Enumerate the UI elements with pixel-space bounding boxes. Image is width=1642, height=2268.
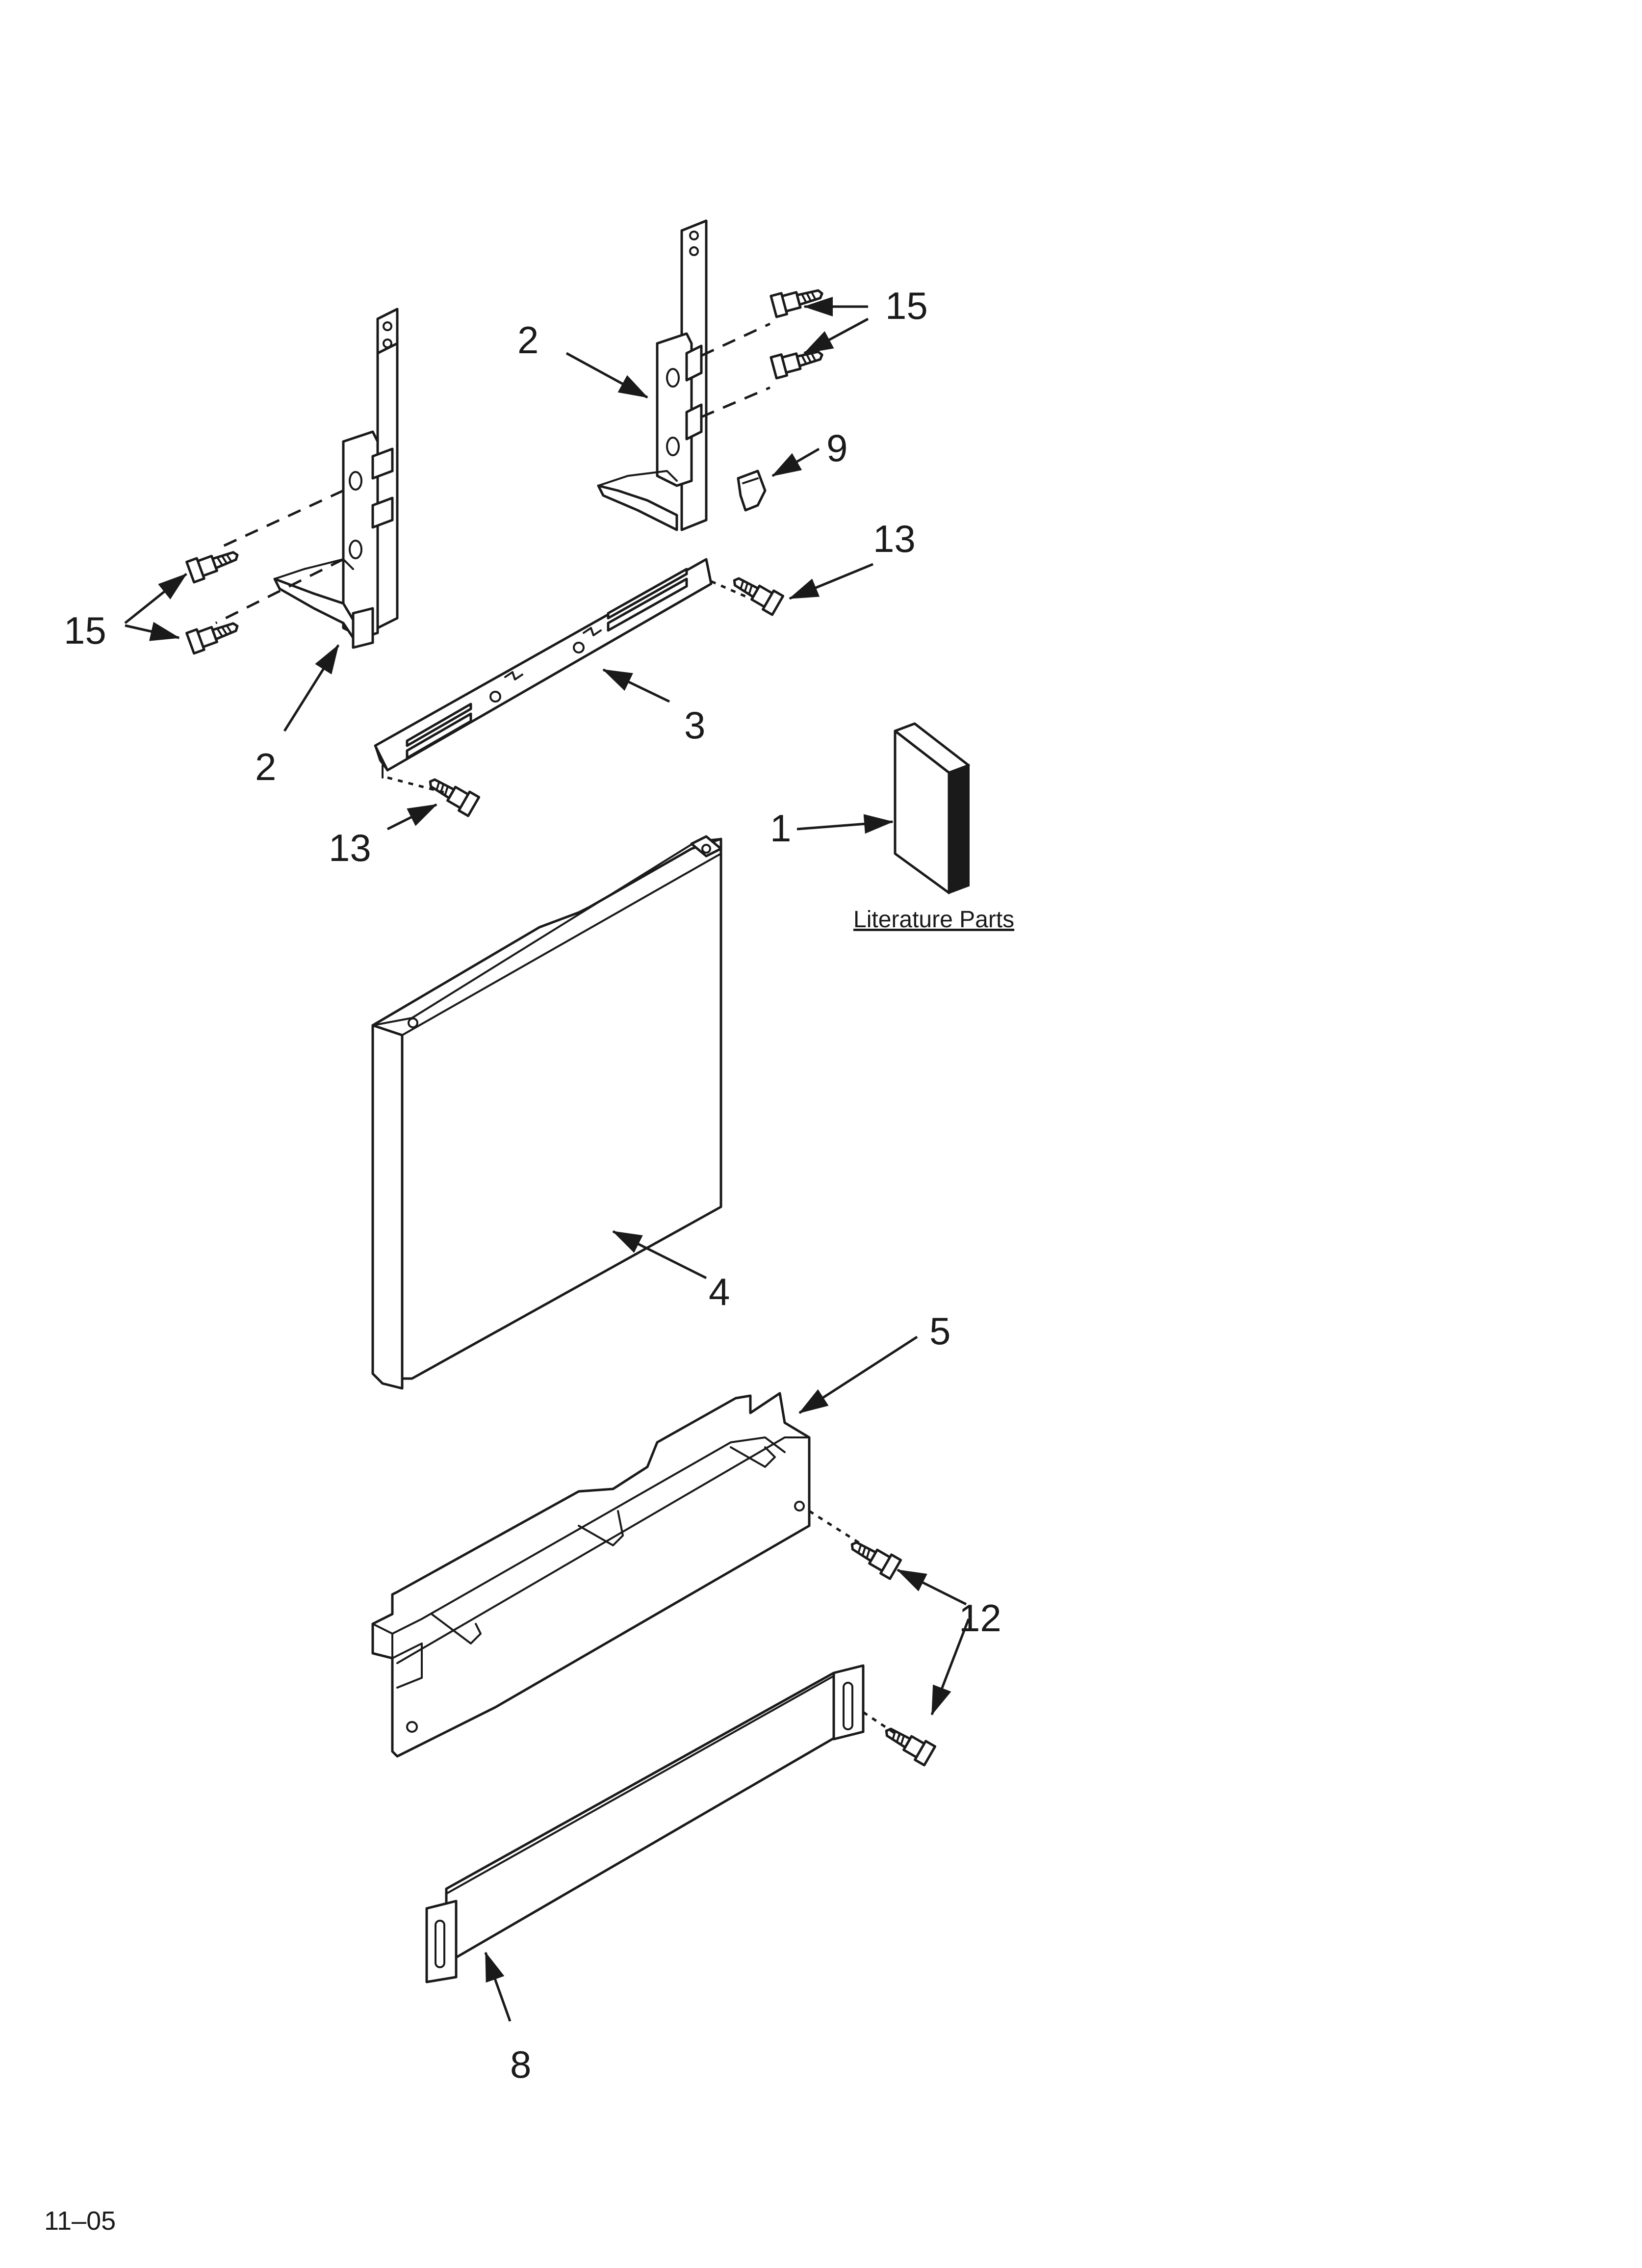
callout-screws-left: 15 bbox=[64, 609, 106, 652]
screw-kick-plate bbox=[862, 1711, 935, 1765]
callout-hinge-right: 2 bbox=[517, 318, 539, 362]
door-panel bbox=[371, 835, 722, 1390]
callout-screws-right: 15 bbox=[885, 284, 928, 327]
callout-toe-panel: 5 bbox=[929, 1309, 950, 1353]
toe-panel bbox=[371, 1392, 811, 1758]
literature-booklet bbox=[894, 722, 970, 894]
callout-screw-bottom-left: 13 bbox=[329, 826, 371, 869]
kick-plate bbox=[425, 1664, 865, 1983]
callout-door-panel: 4 bbox=[709, 1270, 730, 1313]
screw-bottom-left bbox=[387, 772, 479, 816]
screw-toe-panel bbox=[808, 1510, 901, 1579]
screws-left bbox=[187, 489, 344, 653]
callout-screws-bottom: 12 bbox=[959, 1596, 1001, 1640]
mounting-bracket bbox=[374, 558, 713, 779]
callout-kick-plate: 8 bbox=[510, 2043, 531, 2086]
callout-literature: 1 bbox=[770, 807, 791, 850]
leader-lines bbox=[124, 297, 970, 2022]
hinge-left bbox=[273, 308, 399, 649]
revision-code: 11–05 bbox=[44, 2206, 116, 2236]
callout-bracket: 3 bbox=[684, 704, 705, 747]
callout-screw-top-right: 13 bbox=[873, 517, 916, 560]
hinge-right bbox=[597, 219, 708, 531]
clip-part bbox=[737, 469, 767, 512]
screw-top-right bbox=[710, 571, 783, 615]
screws-right bbox=[700, 283, 825, 418]
callout-hinge-left: 2 bbox=[255, 745, 276, 788]
callout-clip: 9 bbox=[826, 426, 847, 469]
callout-labels: 2 15 9 13 15 2 3 13 1 4 5 12 8 bbox=[64, 284, 1001, 2086]
literature-caption: Literature Parts bbox=[853, 907, 1014, 933]
